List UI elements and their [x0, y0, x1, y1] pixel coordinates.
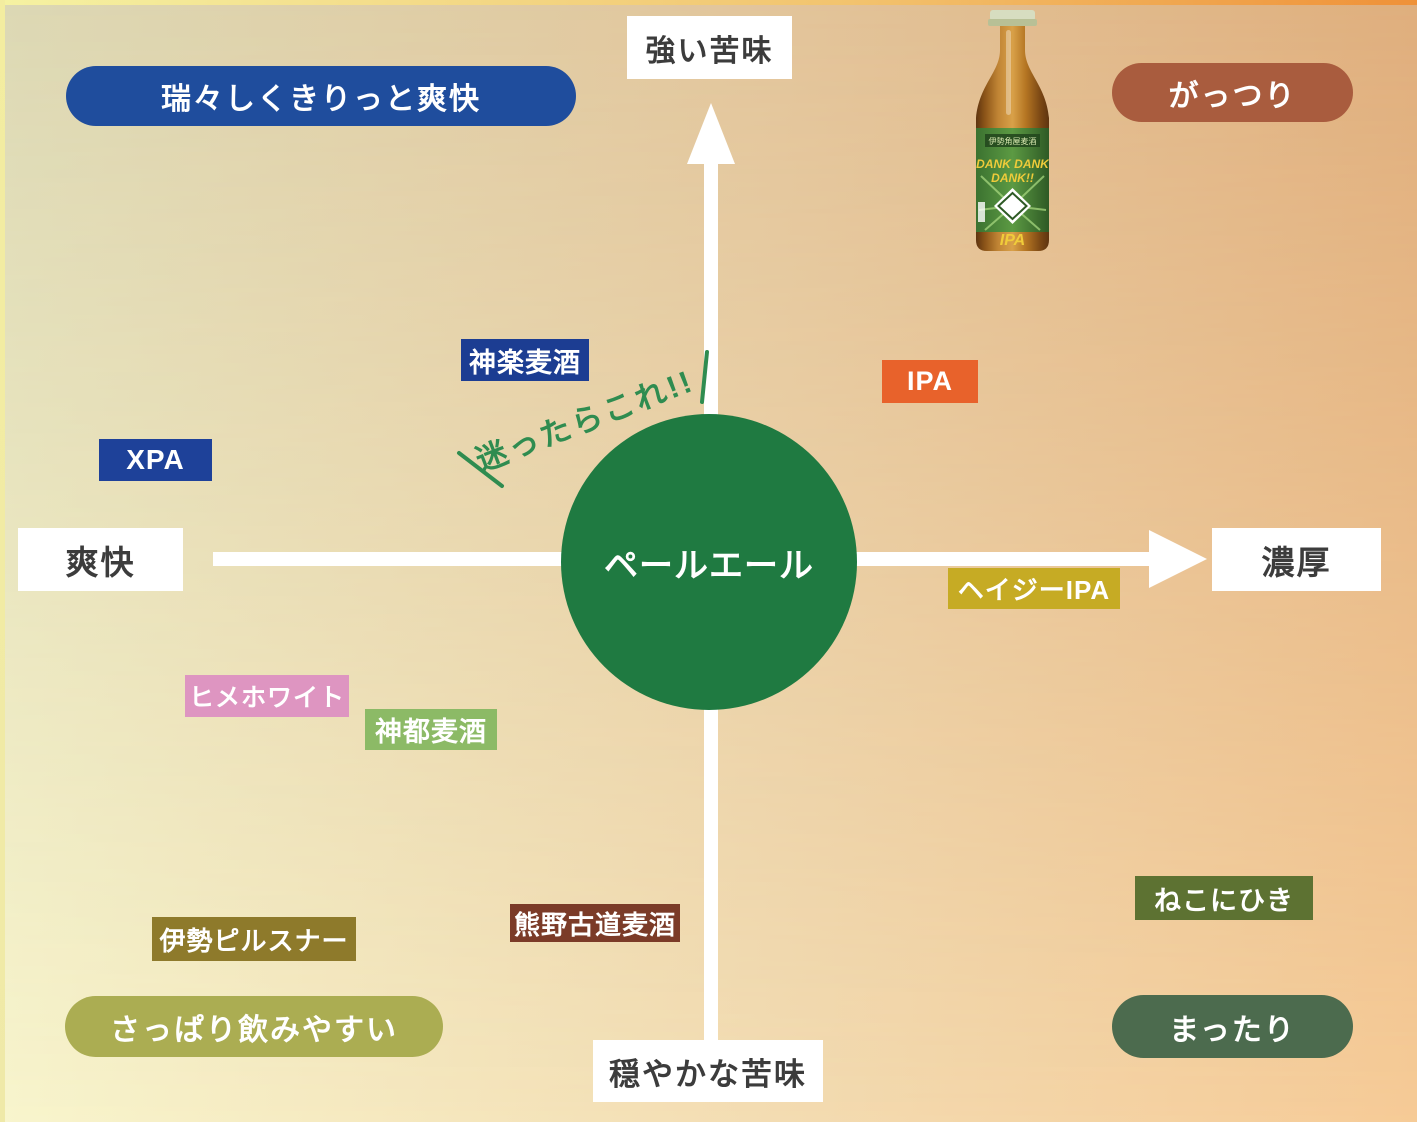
- callout-tick-left: [457, 451, 504, 488]
- axis-label-strong-bitterness: 強い苦味: [627, 16, 792, 79]
- quadrant-pill-top-left: 瑞々しくきりっと爽快: [66, 66, 576, 126]
- label-side-sticker: [978, 202, 985, 222]
- quadrant-pill-bottom-right: まったり: [1112, 995, 1353, 1058]
- beer-tag-ipa: IPA: [882, 360, 978, 403]
- label-diamond-logo: [994, 188, 1031, 224]
- beer-tag-kagura-bakushu: 神楽麦酒: [461, 339, 589, 381]
- axis-label-refreshing: 爽快: [18, 528, 183, 591]
- beer-tag-hazy-ipa: ヘイジーIPA: [948, 568, 1120, 609]
- bottle-title-line2: DANK!!: [991, 171, 1034, 185]
- bottle-cap-rim: [988, 19, 1037, 26]
- beer-tag-kumano-kodo: 熊野古道麦酒: [510, 904, 680, 942]
- beer-tag-shinto-bakushu: 神都麦酒: [365, 709, 497, 750]
- left-edge-stripe: [0, 0, 5, 1122]
- label-diamond-inner: [997, 191, 1028, 221]
- beer-bottle-svg: 伊勢角屋麦酒 DANK DANK DANK!! IPA: [976, 10, 1050, 251]
- callout-tick-right: [700, 350, 709, 404]
- right-arrowhead-icon: [1149, 530, 1207, 588]
- bottle-highlight: [1006, 30, 1011, 115]
- beer-tag-ise-pilsner: 伊勢ピルスナー: [152, 917, 356, 961]
- beer-tag-nekonihiki: ねこにひき: [1135, 876, 1313, 920]
- label-brewery-band: [985, 134, 1040, 147]
- center-circle-pale-ale: ペールエール: [561, 414, 857, 710]
- bottle-style-text: IPA: [1000, 232, 1025, 249]
- axis-label-mild-bitterness: 穏やかな苦味: [593, 1040, 823, 1102]
- quadrant-pill-bottom-left: さっぱり飲みやすい: [65, 996, 443, 1057]
- bottle-brewery-text: 伊勢角屋麦酒: [989, 136, 1037, 146]
- bottle-title-line1: DANK DANK: [976, 157, 1050, 171]
- bottle-cap: [990, 10, 1035, 21]
- quadrant-pill-top-right: がっつり: [1112, 63, 1353, 122]
- up-arrowhead-icon: [687, 103, 735, 164]
- beer-tag-xpa: XPA: [99, 439, 212, 481]
- beer-tag-hime-white: ヒメホワイト: [185, 675, 349, 717]
- axis-label-rich: 濃厚: [1212, 528, 1381, 591]
- top-edge-stripe: [0, 0, 1417, 5]
- beer-bottle-image: 伊勢角屋麦酒 DANK DANK DANK!! IPA: [973, 10, 1052, 253]
